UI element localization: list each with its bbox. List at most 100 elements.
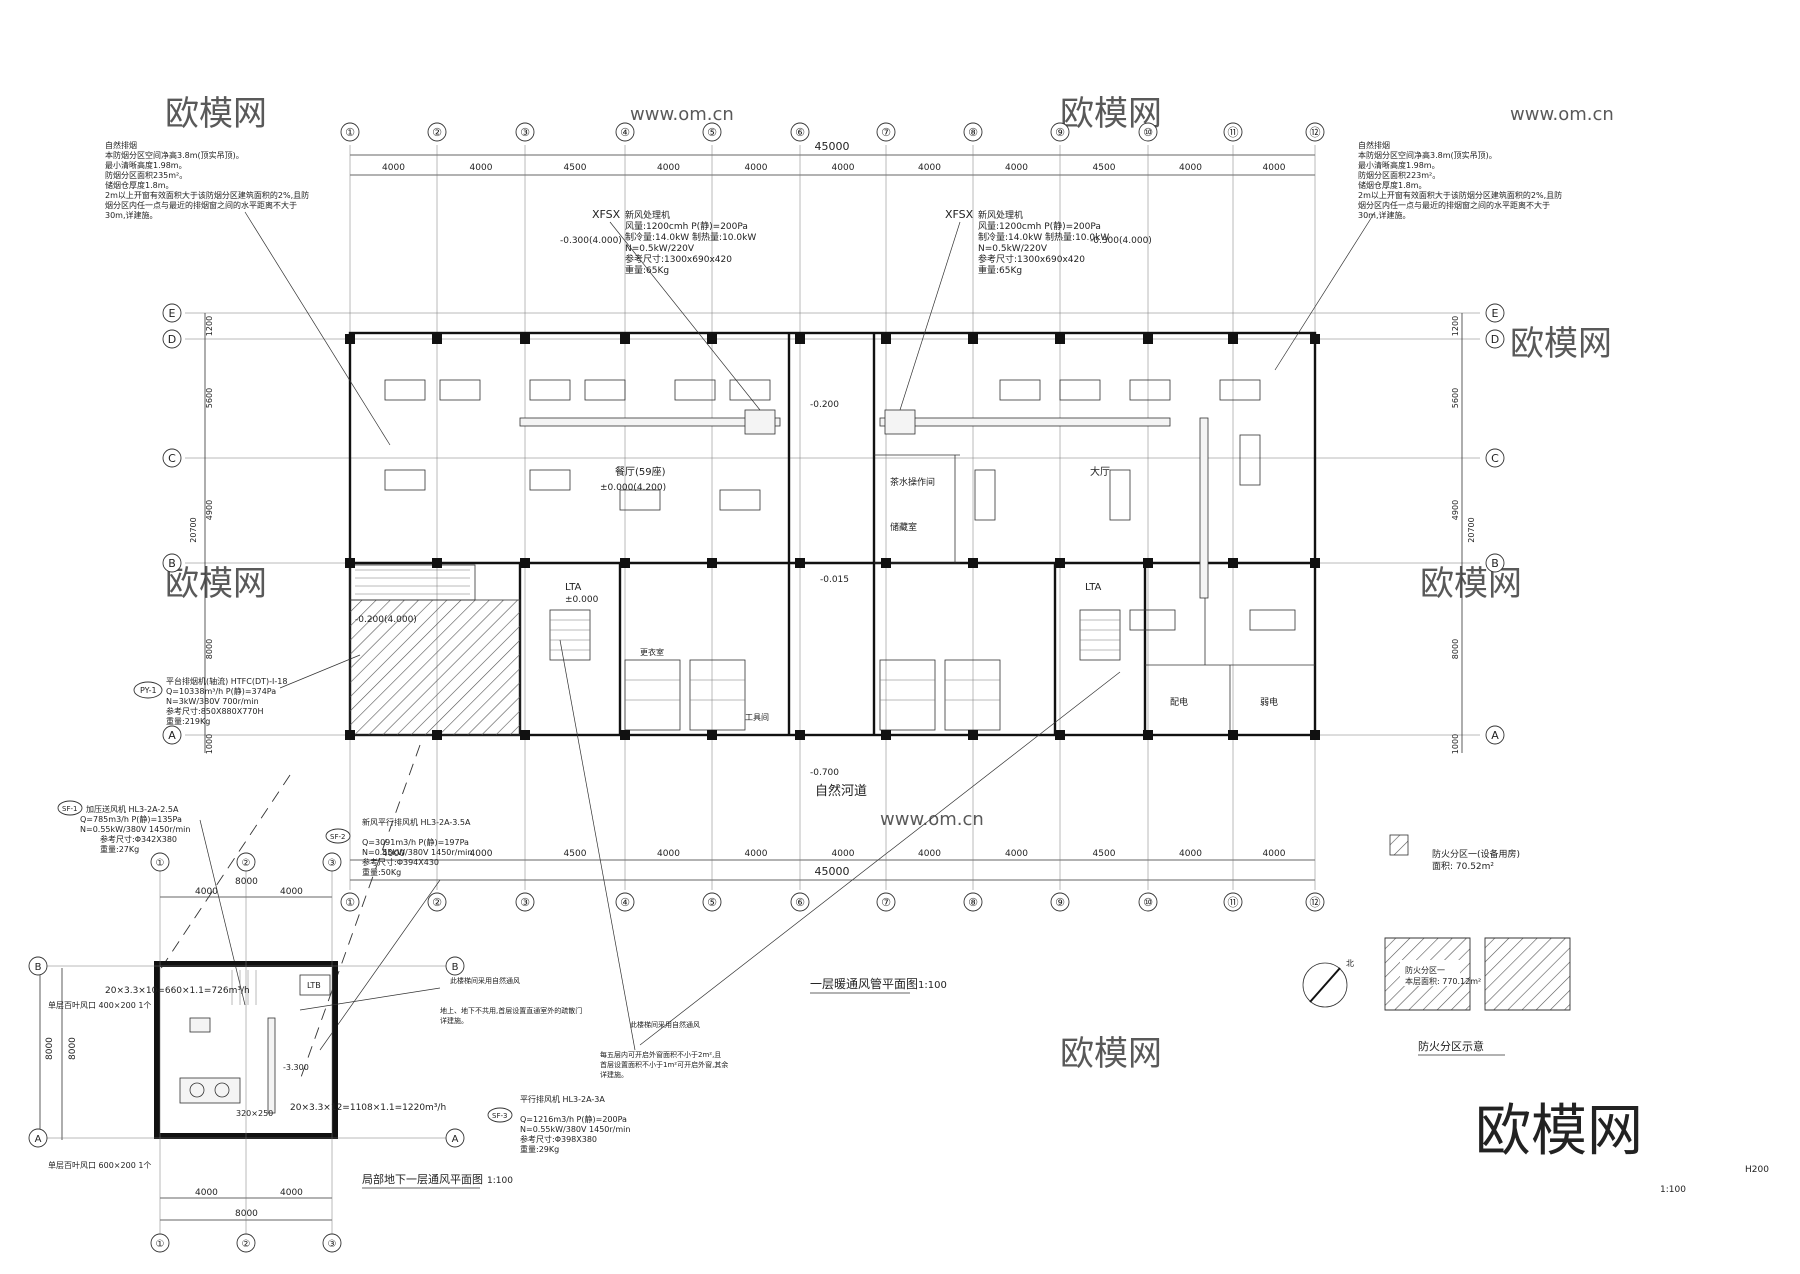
fan-spec-right: XFSX 新风处理机 风量:1200cmh P(静)=200Pa 制冷量:14.…	[945, 208, 1109, 276]
notes-smoke-left: 自然排烟 本防烟分区空间净高3.8m(顶实吊顶)。 最小清晰高度1.98m。 防…	[105, 140, 391, 446]
grid-bubble-right	[1485, 303, 1505, 323]
grid-bubble-left	[162, 725, 182, 745]
dimension-value: 1200	[205, 316, 214, 336]
grid-bubble-bottom	[790, 892, 810, 912]
equipment-line: N=3kW/380V 700r/min	[166, 697, 259, 706]
dimension-value: 4900	[205, 500, 214, 520]
grid-bubble-bottom	[702, 892, 722, 912]
fire-zone-legend: 防火分区一(设备用房) 面积: 70.52m² 防火分区一 本层面积: 770.…	[1302, 834, 1571, 1056]
dimension-value: 4000	[918, 849, 941, 859]
dimension-value: 4000	[1005, 849, 1028, 859]
equipment-line: 重量:29Kg	[520, 1144, 559, 1154]
equipment-tag: SF-2	[330, 833, 345, 841]
structural-column	[520, 730, 530, 740]
grid-bubble-bottom	[150, 1233, 170, 1253]
grid-bubble-top	[236, 852, 256, 872]
note-line: 自然排烟	[105, 140, 137, 150]
basement-louver-top: 单层百叶风口 400×200 1个	[48, 1000, 151, 1010]
equipment-line: N=0.55kW/380V 1450r/min	[80, 825, 190, 834]
grid-bubble-bottom	[615, 892, 635, 912]
dimension-value: 4500	[564, 163, 587, 173]
equipment-line: 重量:50Kg	[362, 867, 401, 877]
structural-column	[345, 334, 355, 344]
grid-bubble-left	[28, 956, 48, 976]
room-label-tea: 茶水操作间	[890, 476, 935, 488]
fan-spec-line: 风量:1200cmh P(静)=200Pa	[625, 220, 748, 232]
fresh-air-duct	[519, 417, 781, 427]
dimension-value: 8000	[1451, 639, 1460, 659]
note-line: 30m,详建施。	[105, 210, 158, 220]
grid-bubble-bottom	[236, 1233, 256, 1253]
room-label-dining: 餐厅(59座)	[615, 465, 666, 478]
grid-label-top: ⑨	[1055, 126, 1065, 139]
structural-column	[520, 558, 530, 568]
grid-label-bottom: ③	[520, 896, 530, 909]
structural-column	[1310, 334, 1320, 344]
dimension-value: 4000	[1179, 849, 1202, 859]
north-arrow	[1302, 962, 1348, 1008]
river-label: 自然河道	[815, 783, 867, 799]
structural-column	[795, 558, 805, 568]
dimension-value: 4000	[918, 163, 941, 173]
dimension-value: 4000	[470, 849, 493, 859]
stair-lta-left	[549, 609, 591, 661]
grid-bubble-top	[515, 122, 535, 142]
fan-spec-line: 重量:65Kg	[625, 264, 669, 276]
grid-label-top: ③	[520, 126, 530, 139]
grid-bubble-top	[340, 122, 360, 142]
fire-zone-title: 防火分区示意	[1418, 1039, 1484, 1053]
grid-bubble-left	[28, 1128, 48, 1148]
structural-column	[881, 730, 891, 740]
dimension-value: 4000	[1263, 849, 1286, 859]
grid-label-bottom: ④	[620, 896, 630, 909]
structural-column	[795, 730, 805, 740]
grid-label-bottom: ⑦	[881, 896, 891, 909]
equipment-line: 重量:27Kg	[100, 844, 139, 854]
basement-dim: 4000	[280, 887, 303, 897]
grid-label-bottom: ⑪	[1228, 896, 1239, 909]
fire-zone-label: 防火分区一	[1405, 965, 1445, 975]
equipment-py1: PY-1 平台排烟机(轴流) HTFC(DT)-I-18 Q=10338m³/h…	[133, 654, 361, 726]
grid-bubble-bottom	[340, 892, 360, 912]
grid-label-right: A	[1491, 729, 1499, 742]
basement-dim-total: 8000	[235, 1209, 258, 1219]
stair-lta-right	[1079, 609, 1121, 661]
grid-label-left: B	[168, 557, 176, 570]
equipment-tag: PY-1	[140, 686, 157, 695]
basement-title: 局部地下一层通风平面图	[362, 1172, 483, 1186]
room-label-lta-left: LTA	[565, 582, 582, 593]
grid-label-bottom: ①	[156, 1239, 165, 1250]
dimension-value: 4000	[1263, 163, 1286, 173]
grid-label-top: ②	[242, 858, 251, 869]
dimension-value: 4000	[382, 849, 405, 859]
watermark-text: 欧模网	[165, 94, 267, 134]
grid-bubble-left	[162, 329, 182, 349]
note-line: 30m,详建施。	[1358, 210, 1411, 220]
fan-coil-units	[384, 379, 1296, 631]
structural-column	[345, 730, 355, 740]
basement-duct	[267, 1017, 276, 1114]
leader-dashed	[299, 744, 421, 1081]
structural-column	[1143, 558, 1153, 568]
room-label-lta-right: LTA	[1085, 582, 1102, 593]
structural-column	[881, 334, 891, 344]
grid-label-right: C	[1491, 452, 1499, 465]
note-line: 最小清晰高度1.98m。	[105, 160, 187, 170]
fan-spec-line: 参考尺寸:1300x690x420	[625, 253, 732, 265]
grid-label-top: ⑩	[1143, 126, 1153, 139]
equipment-sf3: SF-3 平行排风机 HL3-2A-3A Q=1216m3/h P(静)=200…	[487, 1094, 630, 1154]
note-line: 自然排烟	[1358, 140, 1390, 150]
grid-label-top: ①	[345, 126, 355, 139]
air-handler	[744, 409, 776, 435]
note-line: 储烟仓厚度1.8m。	[105, 180, 174, 190]
notes-smoke-right: 自然排烟 本防烟分区空间净高3.8m(顶实吊顶)。 最小清晰高度1.98m。 防…	[1274, 140, 1562, 371]
grid-bubble-top	[615, 122, 635, 142]
room-label-tool: 工具间	[745, 713, 769, 722]
grid-label-right: E	[1492, 307, 1499, 320]
equipment-line: N=0.55kW/380V 1450r/min	[362, 848, 472, 857]
stair-note: 首层设置面积不小于1m²可开启外窗,其余	[600, 1060, 728, 1069]
legend-hatch-swatch	[1389, 834, 1409, 856]
grid-bubble-bottom	[1050, 892, 1070, 912]
